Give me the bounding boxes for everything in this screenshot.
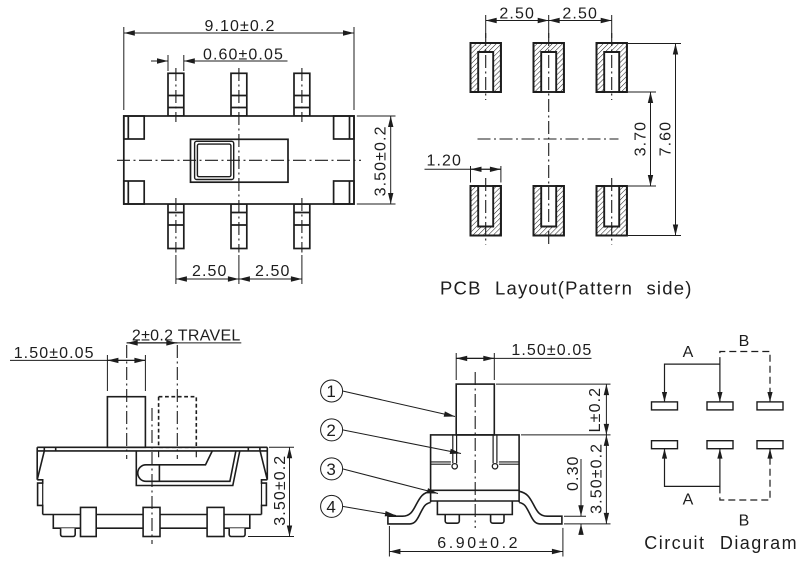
svg-text:2.50: 2.50 (562, 6, 598, 23)
svg-text:A: A (683, 344, 694, 361)
svg-text:PCB Layout(Pattern side): PCB Layout(Pattern side) (440, 278, 693, 299)
svg-text:A: A (683, 492, 694, 509)
svg-text:B: B (739, 513, 750, 530)
svg-text:1: 1 (326, 382, 337, 401)
svg-text:Circuit Diagram: Circuit Diagram (644, 533, 798, 553)
svg-text:9.10±0.2: 9.10±0.2 (205, 18, 276, 35)
svg-text:L±0.2: L±0.2 (587, 387, 604, 432)
svg-text:2±0.2 TRAVEL: 2±0.2 TRAVEL (132, 328, 241, 345)
svg-text:3.50±0.2: 3.50±0.2 (588, 443, 605, 514)
svg-text:3.50±0.2: 3.50±0.2 (272, 455, 289, 526)
svg-text:7.60: 7.60 (657, 121, 674, 157)
svg-text:4: 4 (326, 497, 337, 516)
svg-text:3.70: 3.70 (632, 121, 649, 157)
svg-text:6.90±0.2: 6.90±0.2 (437, 535, 520, 552)
svg-text:B: B (739, 333, 750, 350)
svg-text:3: 3 (326, 460, 337, 479)
svg-text:2.50: 2.50 (192, 263, 228, 280)
svg-text:1.50±0.05: 1.50±0.05 (14, 345, 95, 362)
svg-text:2: 2 (326, 421, 337, 440)
svg-text:0.30: 0.30 (565, 455, 582, 491)
svg-text:1.20: 1.20 (427, 153, 463, 170)
svg-text:2.50: 2.50 (255, 263, 291, 280)
svg-text:2.50: 2.50 (499, 6, 535, 23)
svg-text:0.60±0.05: 0.60±0.05 (203, 47, 284, 64)
svg-text:3.50±0.2: 3.50±0.2 (373, 125, 390, 196)
svg-text:1.50±0.05: 1.50±0.05 (511, 342, 592, 359)
